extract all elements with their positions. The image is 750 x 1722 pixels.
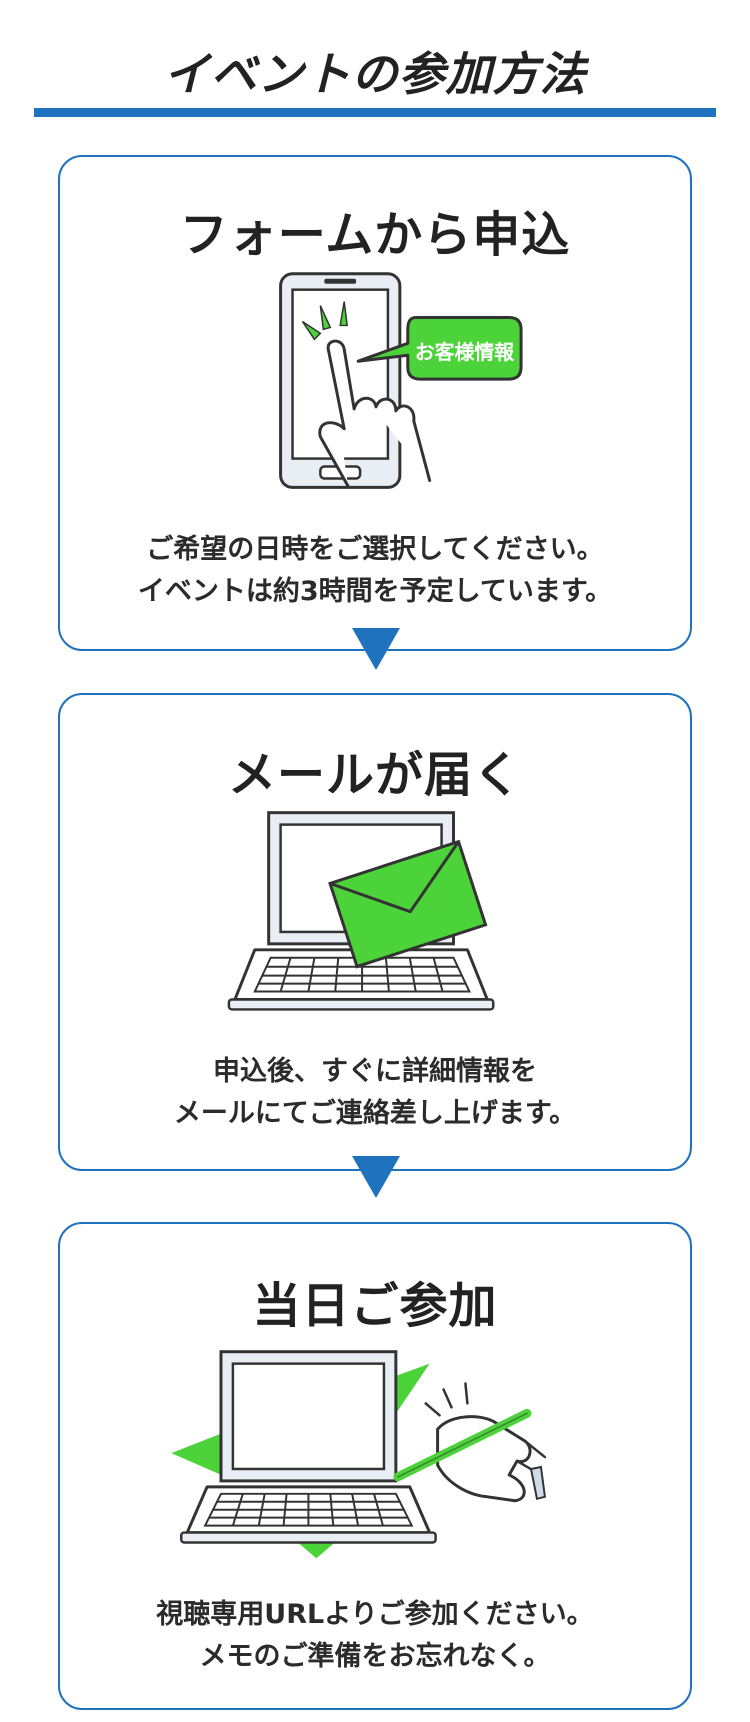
smartphone-tap-icon: お客様情報 — [279, 272, 523, 489]
laptop-mail-icon — [227, 811, 495, 1011]
title-underline — [34, 108, 716, 117]
step-description: 視聴専用URLよりご参加ください。 メモのご準備をお忘れなく。 — [60, 1594, 690, 1678]
bubble-label: お客様情報 — [415, 340, 514, 364]
step-title: フォームから申込 — [179, 207, 571, 263]
step-title: メールが届く — [227, 747, 522, 803]
desc-line: ご希望の日時をご選択してください。 — [146, 534, 604, 565]
desc-line: メールにてご連絡差し上げます。 — [173, 1098, 577, 1129]
down-arrow-icon — [352, 1156, 400, 1198]
down-arrow-icon — [352, 628, 400, 670]
step-description: ご希望の日時をご選択してください。 イベントは約3時間を予定しています。 — [60, 529, 690, 613]
step-card-attend: 当日ご参加 — [58, 1222, 692, 1710]
desc-line: メモのご準備をお忘れなく。 — [199, 1641, 551, 1672]
laptop-writing-icon — [171, 1350, 547, 1559]
desc-line: 申込後、すぐに詳細情報を — [213, 1056, 537, 1087]
step-title: 当日ご参加 — [252, 1278, 498, 1334]
step-card-mail: メールが届く 申込後、すぐに詳細情報を メールにてご連絡差し上げます。 — [58, 693, 692, 1171]
page-title: イベントの参加方法 — [163, 47, 587, 101]
step-description: 申込後、すぐに詳細情報を メールにてご連絡差し上げます。 — [60, 1051, 690, 1135]
desc-line: 視聴専用URLよりご参加ください。 — [156, 1599, 594, 1630]
desc-line: イベントは約3時間を予定しています。 — [137, 576, 613, 607]
step-card-form: フォームから申込 お客様情報 ご希望の日時をご選択してください。 イベントは約3… — [58, 155, 692, 651]
